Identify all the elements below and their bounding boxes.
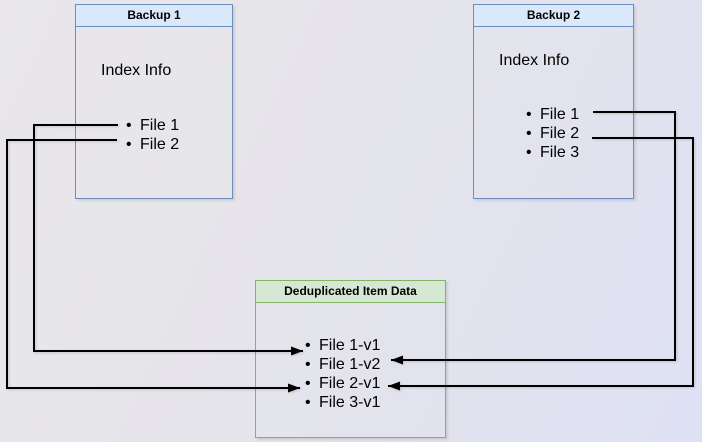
- list-item: File 1: [524, 105, 579, 124]
- list-item: File 2: [124, 136, 179, 155]
- backup1-header: Backup 1: [76, 5, 232, 27]
- backup1-title: Backup 1: [127, 8, 181, 22]
- backup1-file-list: File 1File 2: [124, 117, 179, 154]
- list-item: File 3-v1: [303, 393, 380, 412]
- backup2-index-info-label: Index Info: [499, 52, 570, 69]
- backup2-header: Backup 2: [474, 5, 633, 27]
- list-item: File 1: [124, 117, 179, 136]
- backup2-node: Backup 2 Index Info File 1File 2File 3: [473, 4, 634, 199]
- backup2-file-list: File 1File 2File 3: [524, 105, 579, 162]
- dedup-file-list: File 1-v1File 1-v2File 2-v1File 3-v1: [303, 336, 380, 412]
- dedup-title: Deduplicated Item Data: [284, 284, 417, 298]
- list-item: File 1-v2: [303, 355, 380, 374]
- list-item: File 2: [524, 124, 579, 143]
- dedup-header: Deduplicated Item Data: [256, 281, 445, 303]
- backup1-node: Backup 1 Index Info File 1File 2: [75, 4, 233, 199]
- list-item: File 1-v1: [303, 336, 380, 355]
- list-item: File 3: [524, 143, 579, 162]
- backup2-title: Backup 2: [526, 8, 581, 22]
- list-item: File 2-v1: [303, 374, 380, 393]
- deduplicated-item-data-node: Deduplicated Item Data File 1-v1File 1-v…: [255, 280, 446, 438]
- backup1-index-info-label: Index Info: [101, 62, 172, 79]
